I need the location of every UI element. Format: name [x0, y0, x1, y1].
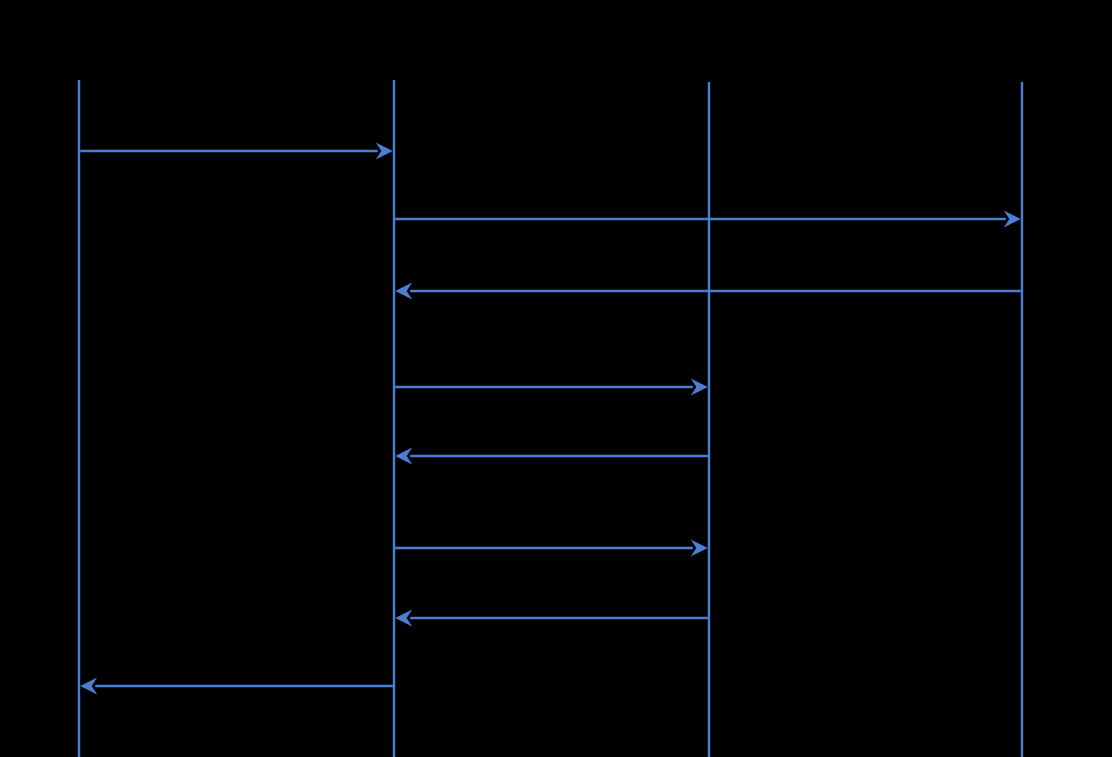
arrowhead — [395, 282, 413, 300]
message-1[interactable] — [80, 142, 393, 160]
arrowhead — [1003, 210, 1021, 228]
arrowhead — [395, 609, 413, 627]
arrowhead — [690, 539, 708, 557]
arrowhead — [395, 447, 413, 465]
message-7[interactable] — [395, 609, 708, 627]
arrowhead — [690, 378, 708, 396]
message-4[interactable] — [395, 378, 708, 396]
message-2[interactable] — [395, 210, 1021, 228]
message-8[interactable] — [80, 677, 393, 695]
message-3[interactable] — [395, 282, 1021, 300]
arrowhead — [375, 142, 393, 160]
arrowhead — [80, 677, 98, 695]
message-5[interactable] — [395, 447, 708, 465]
message-6[interactable] — [395, 539, 708, 557]
